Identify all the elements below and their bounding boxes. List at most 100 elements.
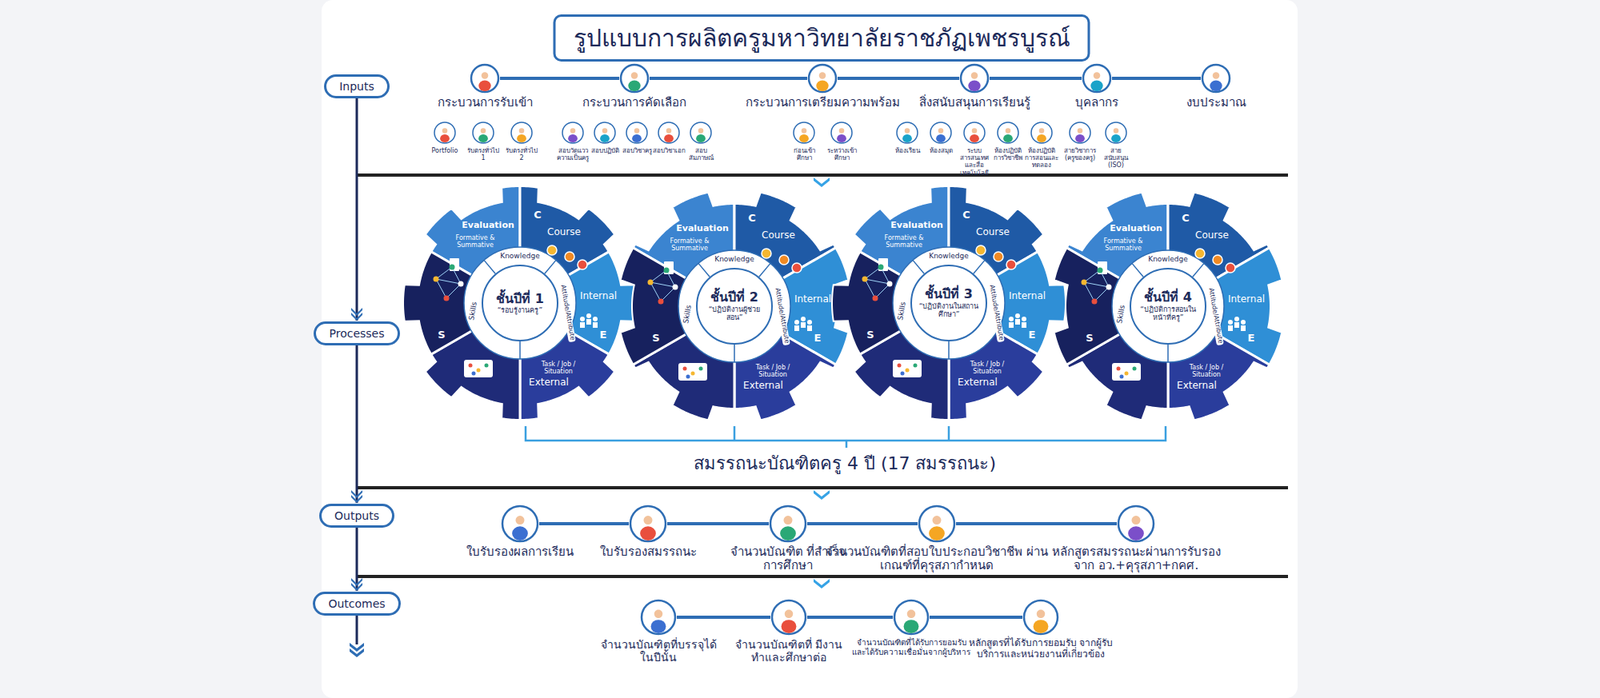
gear-label: Skills <box>1115 303 1128 326</box>
separator-line <box>356 575 1288 579</box>
gear-label: Task / Job / Situation <box>530 361 587 376</box>
gear-label: S <box>866 329 874 342</box>
icon-circle <box>1068 120 1092 145</box>
competency-caption: สมรรถนะบัณฑิตครู 4 ปี (17 สมรรถนะ) <box>688 454 1001 475</box>
icon-ring <box>964 122 985 144</box>
network-node <box>444 296 450 302</box>
icon-node: สอบปฏิบัติ <box>588 120 622 155</box>
classroom-dot <box>468 364 473 368</box>
people-icon <box>1021 316 1027 322</box>
year-hub: ชั้นปีที่ 2“ปฏิบัติงานผู้ช่วยสอน” <box>696 268 773 345</box>
people-icon <box>1015 313 1020 319</box>
connector-line <box>929 616 1023 620</box>
flow-arrow <box>355 345 358 504</box>
classroom-dot <box>897 364 902 368</box>
icon-ring <box>1118 506 1154 542</box>
node-label: บุคลากร <box>1012 96 1181 110</box>
node-label: กระบวนการรับเข้า <box>400 96 569 110</box>
gear-outline <box>620 192 849 421</box>
icon-node: กระบวนการรับเข้า <box>400 63 569 110</box>
down-chevron <box>813 579 830 589</box>
person-body <box>1075 134 1085 143</box>
person-body <box>696 134 706 143</box>
network-line <box>436 279 461 284</box>
icon-ring <box>434 122 456 144</box>
icon-ring <box>1024 600 1058 635</box>
gear-label: Course <box>761 230 796 241</box>
person-head <box>938 128 944 134</box>
icon-circle <box>768 504 808 544</box>
icon-node: จำนวนบัณฑิตที่ได้รับการยอมรับ และได้รับค… <box>851 599 972 657</box>
people-icon <box>1015 319 1020 325</box>
classroom-dot <box>1132 367 1137 372</box>
icon-circle <box>996 120 1020 145</box>
connector-line <box>807 522 918 526</box>
gear-label: Evaluation <box>461 220 515 231</box>
icon-node: รับตรงทั่วไป 1 <box>466 120 500 162</box>
person-head <box>784 516 793 525</box>
classroom-dot <box>905 368 910 373</box>
network-line <box>1084 282 1095 302</box>
node-label: ห้องปฏิบัติการวิชาชีพ <box>991 147 1025 162</box>
icon-circle <box>509 120 534 145</box>
node-label: Inputs <box>339 79 375 94</box>
stage-pill: Inputs <box>324 74 390 99</box>
icon-circle <box>829 120 854 145</box>
ring-divider <box>973 260 985 274</box>
person-head <box>644 516 653 525</box>
gear-label: S <box>652 332 660 345</box>
icon-circle <box>1081 63 1112 94</box>
year-subtitle: “ปฏิบัติการสอนในหน้าที่ครู” <box>1134 305 1202 323</box>
connector-line <box>649 76 808 80</box>
person-body <box>816 80 828 92</box>
people-icon <box>586 319 592 325</box>
person-body <box>904 620 920 634</box>
course-icon <box>792 263 802 273</box>
gear-label: S <box>1085 332 1093 345</box>
year-hub: ชั้นปีที่ 3“ปฏิบัติงานในสถานศึกษา” <box>910 264 988 342</box>
network-line <box>1100 270 1109 288</box>
person-body <box>928 526 945 541</box>
node-label: สอบสัมภาษณ์ <box>684 147 718 162</box>
gear-label: Formative & Summative <box>447 235 504 250</box>
node-label: Outputs <box>334 508 380 524</box>
icon-node: สอบวัดแววความเป็นครู <box>556 120 590 162</box>
gear-label: Knowledge <box>927 252 970 260</box>
person-head <box>631 72 639 80</box>
people-icon <box>1008 322 1014 328</box>
network-node <box>449 264 456 271</box>
icon-node: ใบรับรองสมรรถนะ <box>588 504 708 560</box>
gear-label: Internal <box>580 291 617 302</box>
classroom-picture <box>892 360 922 378</box>
network-line <box>864 279 876 299</box>
gear-label: Formative & Summative <box>1095 238 1152 253</box>
stage-pill: Outcomes <box>312 592 400 616</box>
icon-circle <box>624 120 649 145</box>
connector-line <box>956 522 1117 526</box>
classroom-dot <box>686 375 691 380</box>
people-icon <box>580 316 585 322</box>
icon-circle <box>432 120 457 145</box>
network-line <box>650 270 667 283</box>
icon-node: ก่อนเข้าศึกษา <box>787 120 821 162</box>
icon-circle <box>619 63 650 94</box>
person-head <box>819 72 827 80</box>
ring-divider <box>698 263 710 277</box>
people-icon <box>1240 320 1246 325</box>
icon-ring <box>1031 122 1052 144</box>
icon-circle <box>469 63 500 94</box>
icon-circle <box>1116 504 1156 544</box>
gear-outline <box>1054 192 1283 421</box>
icon-circle <box>1104 120 1128 145</box>
down-chevron <box>813 490 830 500</box>
icon-ring <box>808 64 836 92</box>
course-icon <box>564 252 575 262</box>
gear <box>606 178 863 435</box>
node-label: สอบวิชาเอก <box>652 147 686 155</box>
person-body <box>1128 526 1144 541</box>
classroom-dot <box>900 372 905 376</box>
icon-node: ห้องสมุด <box>924 120 958 155</box>
icon-node: ห้องปฏิบัติการสอนและทดลอง <box>1024 120 1059 170</box>
network-node <box>433 276 440 283</box>
icon-ring <box>641 600 676 635</box>
